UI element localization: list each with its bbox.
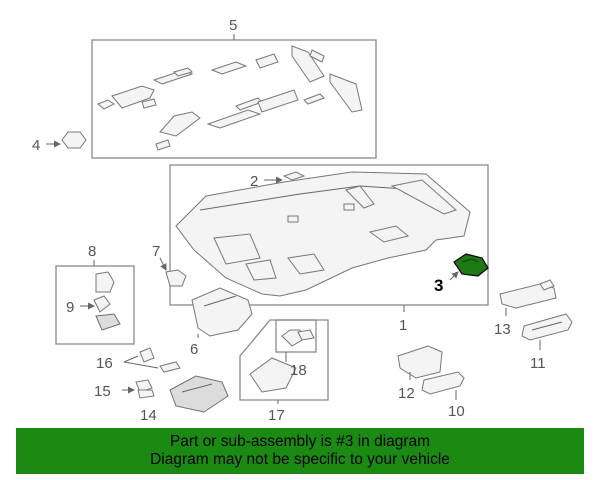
callout-6: 6 [190,341,198,358]
info-banner: Part or sub-assembly is #3 in diagram Di… [16,428,584,474]
callout-11: 11 [530,355,546,372]
callout-2: 2 [250,173,258,190]
callout-7: 7 [152,243,160,260]
part-12-bracket[interactable]: 12 [397,345,443,402]
callout-10: 10 [448,403,465,420]
callout-4: 4 [32,137,40,154]
part-15-clip[interactable]: 15 [94,379,155,400]
callout-15: 15 [94,383,111,400]
group-8-frame [55,265,135,345]
banner-line-2: Diagram may not be specific to your vehi… [150,451,450,468]
clip-part[interactable] [97,45,363,151]
clip-part[interactable] [95,313,121,331]
part-group-8: 8 9 [55,243,135,345]
clip-part[interactable] [93,295,111,313]
part-6-sun-visor[interactable]: 6 [190,287,253,358]
callout-12: 12 [398,385,415,402]
part-14-console[interactable]: 14 [140,375,229,424]
callout-14: 14 [140,407,157,424]
headliner-frame [169,164,489,306]
part-11-grab-handle[interactable]: 11 [521,313,573,372]
part-3-shape[interactable] [453,253,489,277]
banner-line-1: Part or sub-assembly is #3 in diagram [169,433,431,450]
callout-8: 8 [88,243,96,260]
clip-part[interactable] [95,271,115,293]
callout-9: 9 [66,299,74,316]
callout-5: 5 [229,17,237,34]
headliner-assembly: 1 [169,164,489,334]
lens-part[interactable] [297,329,315,341]
callout-18: 18 [290,362,307,379]
callout-1: 1 [399,317,407,334]
lamp-part[interactable] [249,357,297,393]
group-18-frame [275,319,317,353]
part-group-5: 5 [91,17,377,159]
part-2-clip[interactable]: 2 [250,171,306,190]
callout-16: 16 [96,355,113,372]
part-13-bracket[interactable]: 13 [494,279,557,338]
part-10-grab-handle[interactable]: 10 [421,371,465,420]
callout-13: 13 [494,321,511,338]
part-3-highlighted[interactable]: 3 [434,253,489,295]
callout-17: 17 [268,407,285,424]
callout-3: 3 [434,276,443,295]
parts-diagram: 5 4 1 2 3 8 [32,17,573,424]
part-4-cap[interactable]: 4 [32,131,87,154]
part-group-17: 18 17 [239,319,329,424]
part-7-bracket[interactable]: 7 [152,243,187,287]
part-16-clip[interactable]: 16 [96,347,181,373]
